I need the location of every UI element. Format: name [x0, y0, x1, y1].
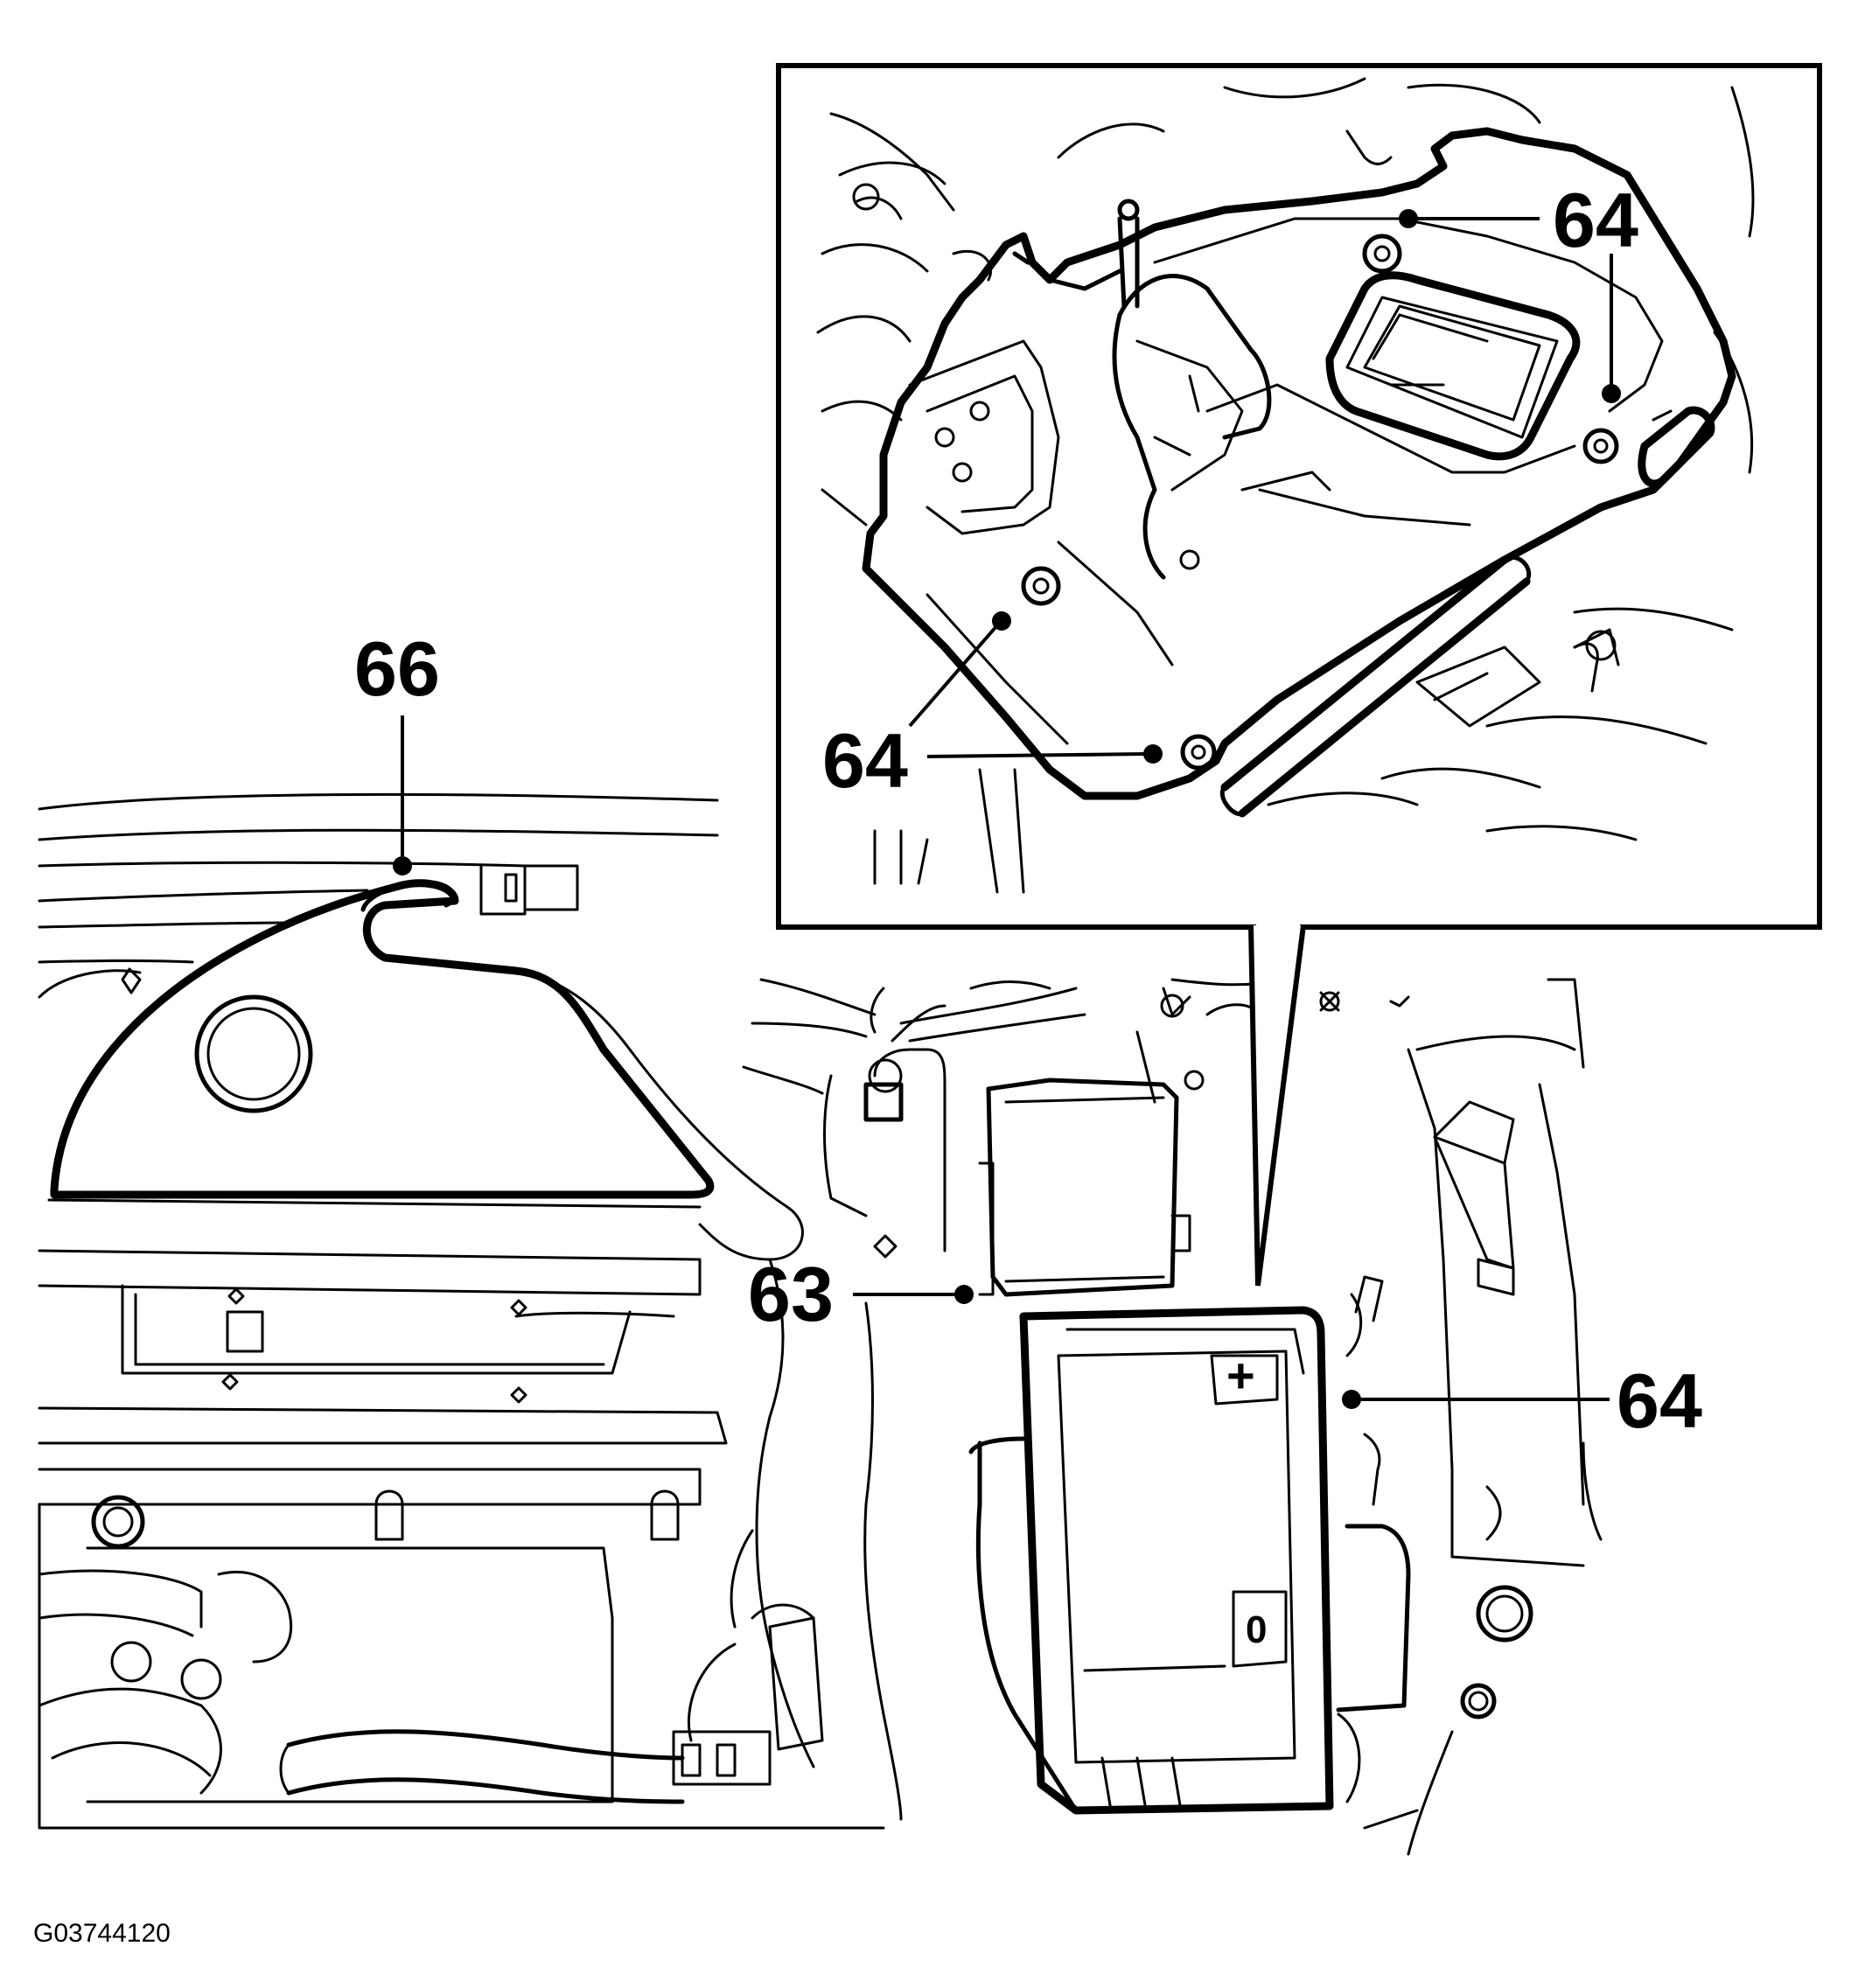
- callouts: 66 63 64 64 64 + 0: [354, 177, 1702, 1651]
- callout-64-inset-left: 64: [822, 717, 908, 804]
- battery-outline: [1019, 1306, 1334, 1815]
- battery-positive-mark: +: [1226, 1348, 1255, 1403]
- battery-negative-mark: 0: [1246, 1608, 1267, 1651]
- figure-code: G03744120: [33, 1919, 171, 1948]
- inset-panel: [776, 63, 1822, 1287]
- callout-63: 63: [748, 1251, 834, 1337]
- callout-64-main: 64: [1617, 1357, 1702, 1444]
- fuse-box-outline: [986, 1078, 1179, 1297]
- engine-bay-drawing: [38, 792, 1603, 1856]
- callout-64-inset-top: 64: [1553, 177, 1638, 263]
- engine-cover-outline: [50, 879, 715, 1199]
- callout-66: 66: [354, 625, 440, 712]
